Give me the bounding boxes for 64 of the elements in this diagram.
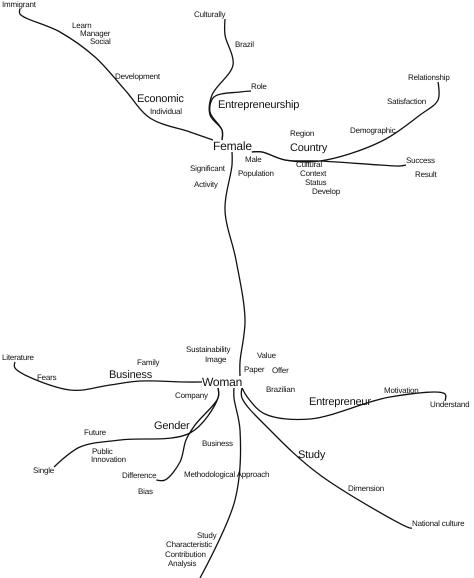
keyword: Innovation [91,456,126,464]
branch-line [209,90,252,140]
topic-word: Female [213,140,252,152]
branch-line [242,388,446,420]
topic-word: Woman [202,376,242,388]
keyword: Population [238,170,274,178]
keyword: Develop [312,188,340,196]
keyword: Success [406,157,435,165]
keyword: Social [90,38,111,46]
keyword: Satisfaction [387,98,426,106]
topic-word: Entrepreneurship [218,100,300,111]
keyword: Understand [430,401,470,409]
keyword: Single [33,467,54,475]
keyword: Image [205,356,226,364]
topic-word: Gender [154,421,190,432]
keyword: Culturally [194,11,226,19]
keyword: Paper [244,366,264,374]
keyword: Manager [80,30,110,38]
branch-line [156,388,220,482]
keyword: Role [251,83,267,91]
keyword: National culture [412,520,464,528]
branch-line [224,152,246,376]
keyword: Result [415,171,436,179]
keyword: Status [305,179,326,187]
topic-word: Study [298,450,326,461]
topic-word: Economic [137,94,184,105]
keyword: Individual [150,108,182,116]
keyword: Contribution [165,551,206,559]
keyword: Business [202,440,233,448]
keyword: Learn [72,22,92,30]
keyword: Motivation [384,387,418,395]
topic-word: Business [109,370,152,381]
keyword: Sustainability [186,346,230,354]
branch-line [240,388,412,529]
keyword: Offer [272,367,289,375]
keyword: Literature [2,354,34,362]
keyword: Significant [190,165,225,173]
branch-line [252,151,406,167]
keyword: Public [92,448,113,456]
keyword: Characteristic [166,541,212,549]
keyword: Immigrant [2,1,36,9]
keyword: Brazilian [266,386,295,394]
keyword: Value [257,352,276,360]
keyword: Male [245,156,262,164]
keyword: Analysis [168,560,196,568]
keyword: Study [197,532,216,540]
keyword: Context [300,170,326,178]
keyword: Fears [37,374,56,382]
keyword: Brazil [235,41,254,49]
topic-word: Country [290,143,328,154]
keyword: Activity [194,181,218,189]
keyword: Demographic [350,127,396,135]
keyword: Dimension [348,485,384,493]
branch-line [199,388,242,578]
keyword: Company [175,392,208,400]
keyword: Development [115,73,160,81]
keyword: Relationship [408,74,450,82]
topic-word: Entrepreneur [309,397,371,408]
keyword: Family [137,359,160,367]
keyword: Future [84,429,106,437]
keyword: Region [290,130,314,138]
keyword: Difference [122,472,156,480]
branch-line [208,18,234,140]
keyword: Bias [138,488,153,496]
